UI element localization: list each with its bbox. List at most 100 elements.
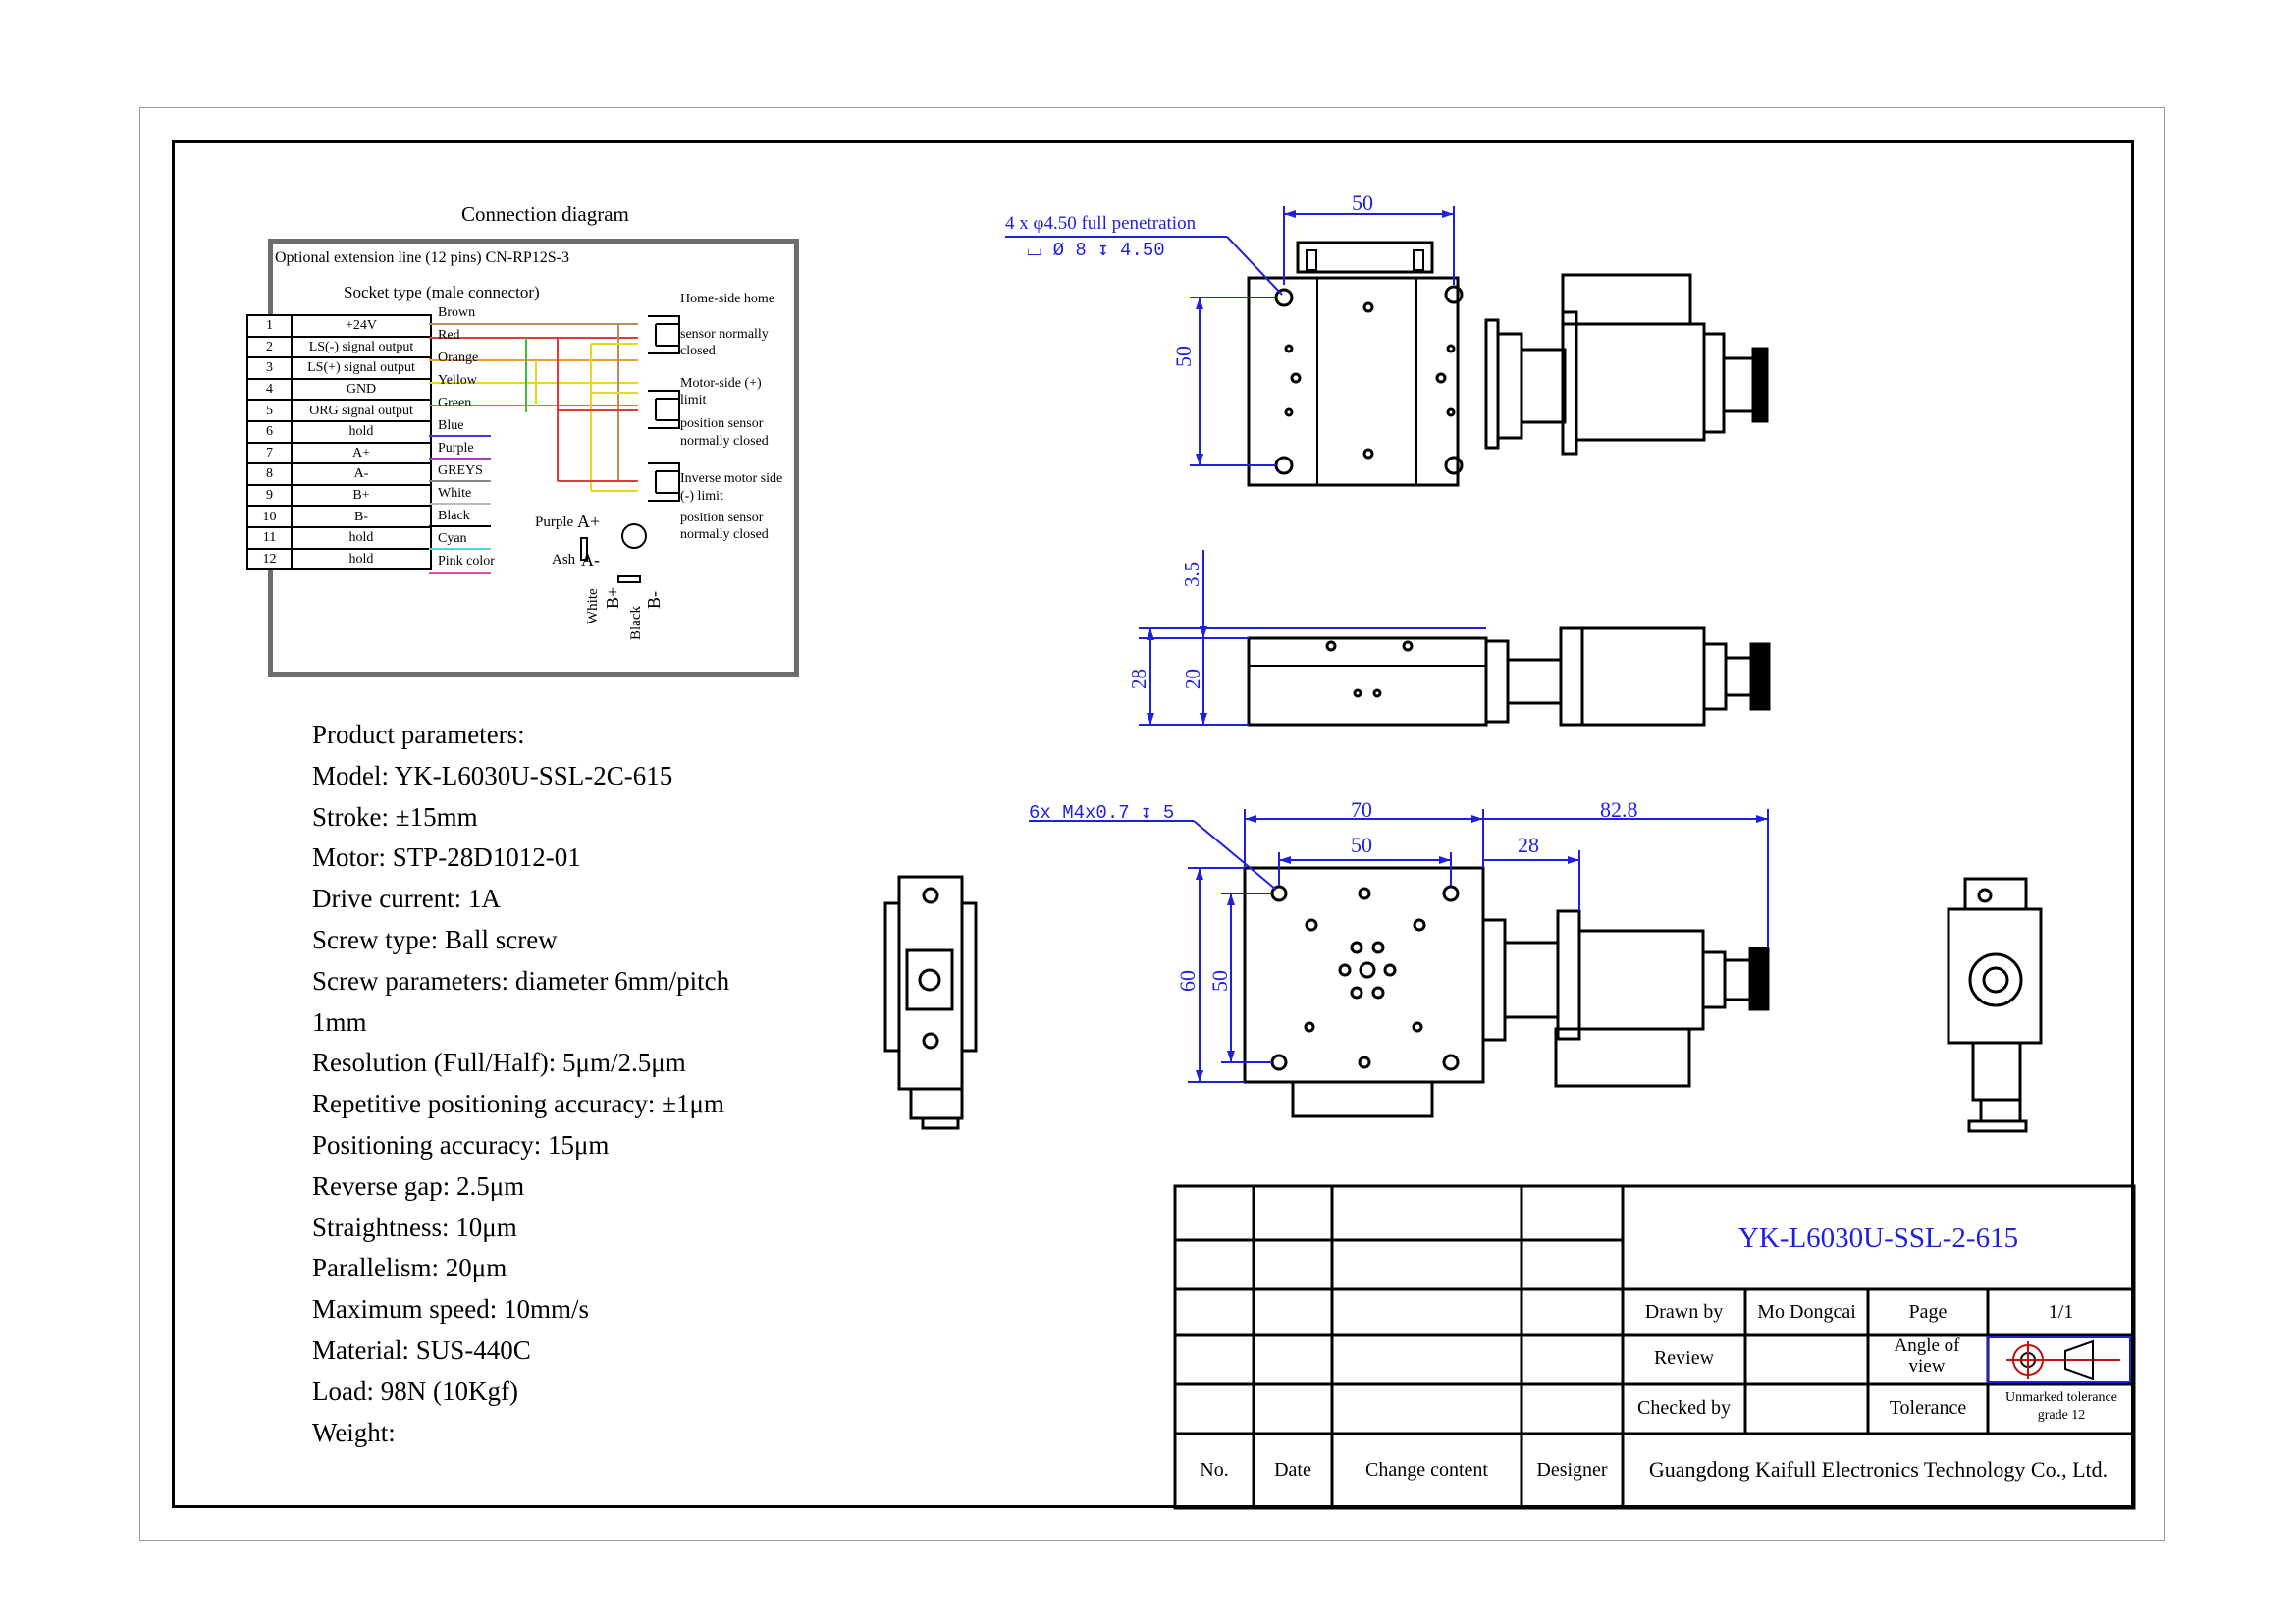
company-name: Guangdong Kaifull Electronics Technology…	[1648, 1457, 2109, 1482]
left-end-view-drawing	[883, 875, 978, 1130]
pin-number: 5	[246, 399, 293, 422]
pin-number: 7	[246, 441, 293, 465]
wire-color-label: Orange	[438, 351, 479, 365]
right-end-view-drawing	[1947, 877, 2043, 1133]
product-parameter-line: Material: SUS-440C	[312, 1334, 531, 1365]
product-parameter-line: Repetitive positioning accuracy: ±1μm	[312, 1089, 724, 1119]
product-parameters-header: Product parameters:	[312, 720, 525, 749]
dimension-arrows	[1147, 210, 1768, 1082]
product-parameter-line: Screw type: Ball screw	[312, 924, 558, 954]
wire-color-label: Purple	[438, 441, 474, 456]
home-sensor-label-2: sensor normally	[680, 327, 769, 342]
home-sensor-label-1: Home-side home	[680, 292, 775, 306]
wire-color-label: Cyan	[438, 531, 467, 546]
page-label: Page	[1908, 1301, 1948, 1323]
pin-number: 6	[246, 419, 293, 444]
product-parameter-line: Model: YK-L6030U-SSL-2C-615	[312, 760, 673, 790]
col-change-label: Change content	[1365, 1459, 1488, 1481]
dimension-lines	[1005, 206, 1769, 1083]
side-view-drawing	[1247, 626, 1771, 727]
page-value: 1/1	[2048, 1301, 2074, 1323]
top-view-width-label: 50	[1352, 190, 1373, 215]
side-view-body-label: 20	[1181, 669, 1204, 689]
motor-coil-a-icon	[580, 537, 588, 561]
inverse-sensor-icon	[648, 462, 680, 502]
motor-length-label: 82.8	[1600, 797, 1638, 822]
motor-a-plus-label: A+	[577, 512, 601, 531]
col-designer-label: Designer	[1536, 1459, 1608, 1481]
product-parameter-line: Load: 98N (10Kgf)	[312, 1376, 518, 1406]
motor-connector-icon	[621, 523, 647, 549]
tolerance-label: Tolerance	[1889, 1397, 1967, 1419]
checked-by-label: Checked by	[1637, 1397, 1731, 1419]
pin-number: 12	[246, 547, 293, 571]
angle-of-view-label: Angle of view	[1894, 1335, 1960, 1377]
motor-sensor-label-3: position sensor	[680, 416, 764, 431]
pin-function: +24V	[291, 314, 432, 338]
product-parameter-line: Screw parameters: diameter 6mm/pitch	[312, 965, 730, 996]
bottom-view-inner-height-label: 50	[1207, 970, 1232, 992]
wire-color-label: White	[438, 486, 472, 501]
wire-color-label: Red	[438, 328, 460, 343]
pin-function: ORG signal output	[291, 399, 432, 422]
pin-function: hold	[291, 547, 432, 571]
title-block-grid	[1173, 1184, 2136, 1510]
side-view-overall-label: 28	[1127, 669, 1150, 689]
product-parameter-line: Drive current: 1A	[312, 884, 501, 914]
product-parameter-line: Reverse gap: 2.5μm	[312, 1170, 525, 1201]
motor-sensor-label-1: Motor-side (+)	[680, 376, 762, 391]
wire-lines	[429, 323, 638, 574]
connection-diagram-title: Connection diagram	[461, 202, 629, 226]
drawing-inner-border	[172, 140, 2134, 1508]
wire-color-label: Blue	[438, 418, 464, 433]
bottom-view-drawing	[1243, 866, 1770, 1118]
product-parameter-line: Weight:	[312, 1417, 396, 1447]
product-parameter-line: Parallelism: 20μm	[312, 1253, 507, 1283]
product-parameter-line: Straightness: 10μm	[312, 1212, 517, 1242]
product-parameter-line: Maximum speed: 10mm/s	[312, 1294, 589, 1325]
inverse-sensor-label-4: normally closed	[680, 527, 769, 542]
home-sensor-label-3: closed	[680, 344, 716, 358]
drawn-by-label: Drawn by	[1644, 1301, 1724, 1323]
thread-note-label: 6x M4x0.7 ↧ 5	[1029, 802, 1175, 824]
pin-function: A+	[291, 441, 432, 465]
pin-number: 4	[246, 377, 293, 402]
pin-function: GND	[291, 377, 432, 402]
inverse-sensor-label-1: Inverse motor side	[680, 471, 783, 486]
motor-a-minus-label: A-	[581, 550, 600, 569]
pin-function: A-	[291, 462, 432, 486]
extension-line-label: Optional extension line (12 pins) CN-RP1…	[275, 249, 569, 266]
pin-number: 3	[246, 356, 293, 380]
product-parameters: Product parameters: Model: YK-L6030U-SSL…	[312, 715, 729, 1453]
angle-of-view-icon	[1987, 1336, 2131, 1383]
inverse-sensor-label-2: (-) limit	[680, 489, 723, 504]
side-view-top-label: 3.5	[1180, 561, 1203, 587]
pin-row: 1+24V	[246, 314, 432, 338]
pin-function: LS(+) signal output	[291, 356, 432, 380]
motor-purple-label: Purple	[535, 514, 574, 530]
sensor-symbols	[580, 315, 680, 583]
motor-coil-b-icon	[617, 575, 641, 583]
pin-number: 2	[246, 335, 293, 359]
product-parameter-line: Stroke: ±15mm	[312, 801, 478, 832]
wire-color-label: Pink color	[438, 554, 495, 568]
top-view-height-label: 50	[1171, 346, 1196, 367]
col-no-label: No.	[1200, 1459, 1229, 1481]
motor-ash-label: Ash	[552, 552, 576, 568]
tolerance-value: Unmarked tolerance grade 12	[2005, 1390, 2117, 1423]
motor-side-sensor-icon	[648, 390, 680, 429]
part-number: YK-L6030U-SSL-2-615	[1737, 1222, 2019, 1254]
product-parameter-line: Resolution (Full/Half): 5μm/2.5μm	[312, 1048, 686, 1078]
hole-detail-label: ⌴ Ø 8 ↧ 4.50	[1027, 240, 1165, 261]
